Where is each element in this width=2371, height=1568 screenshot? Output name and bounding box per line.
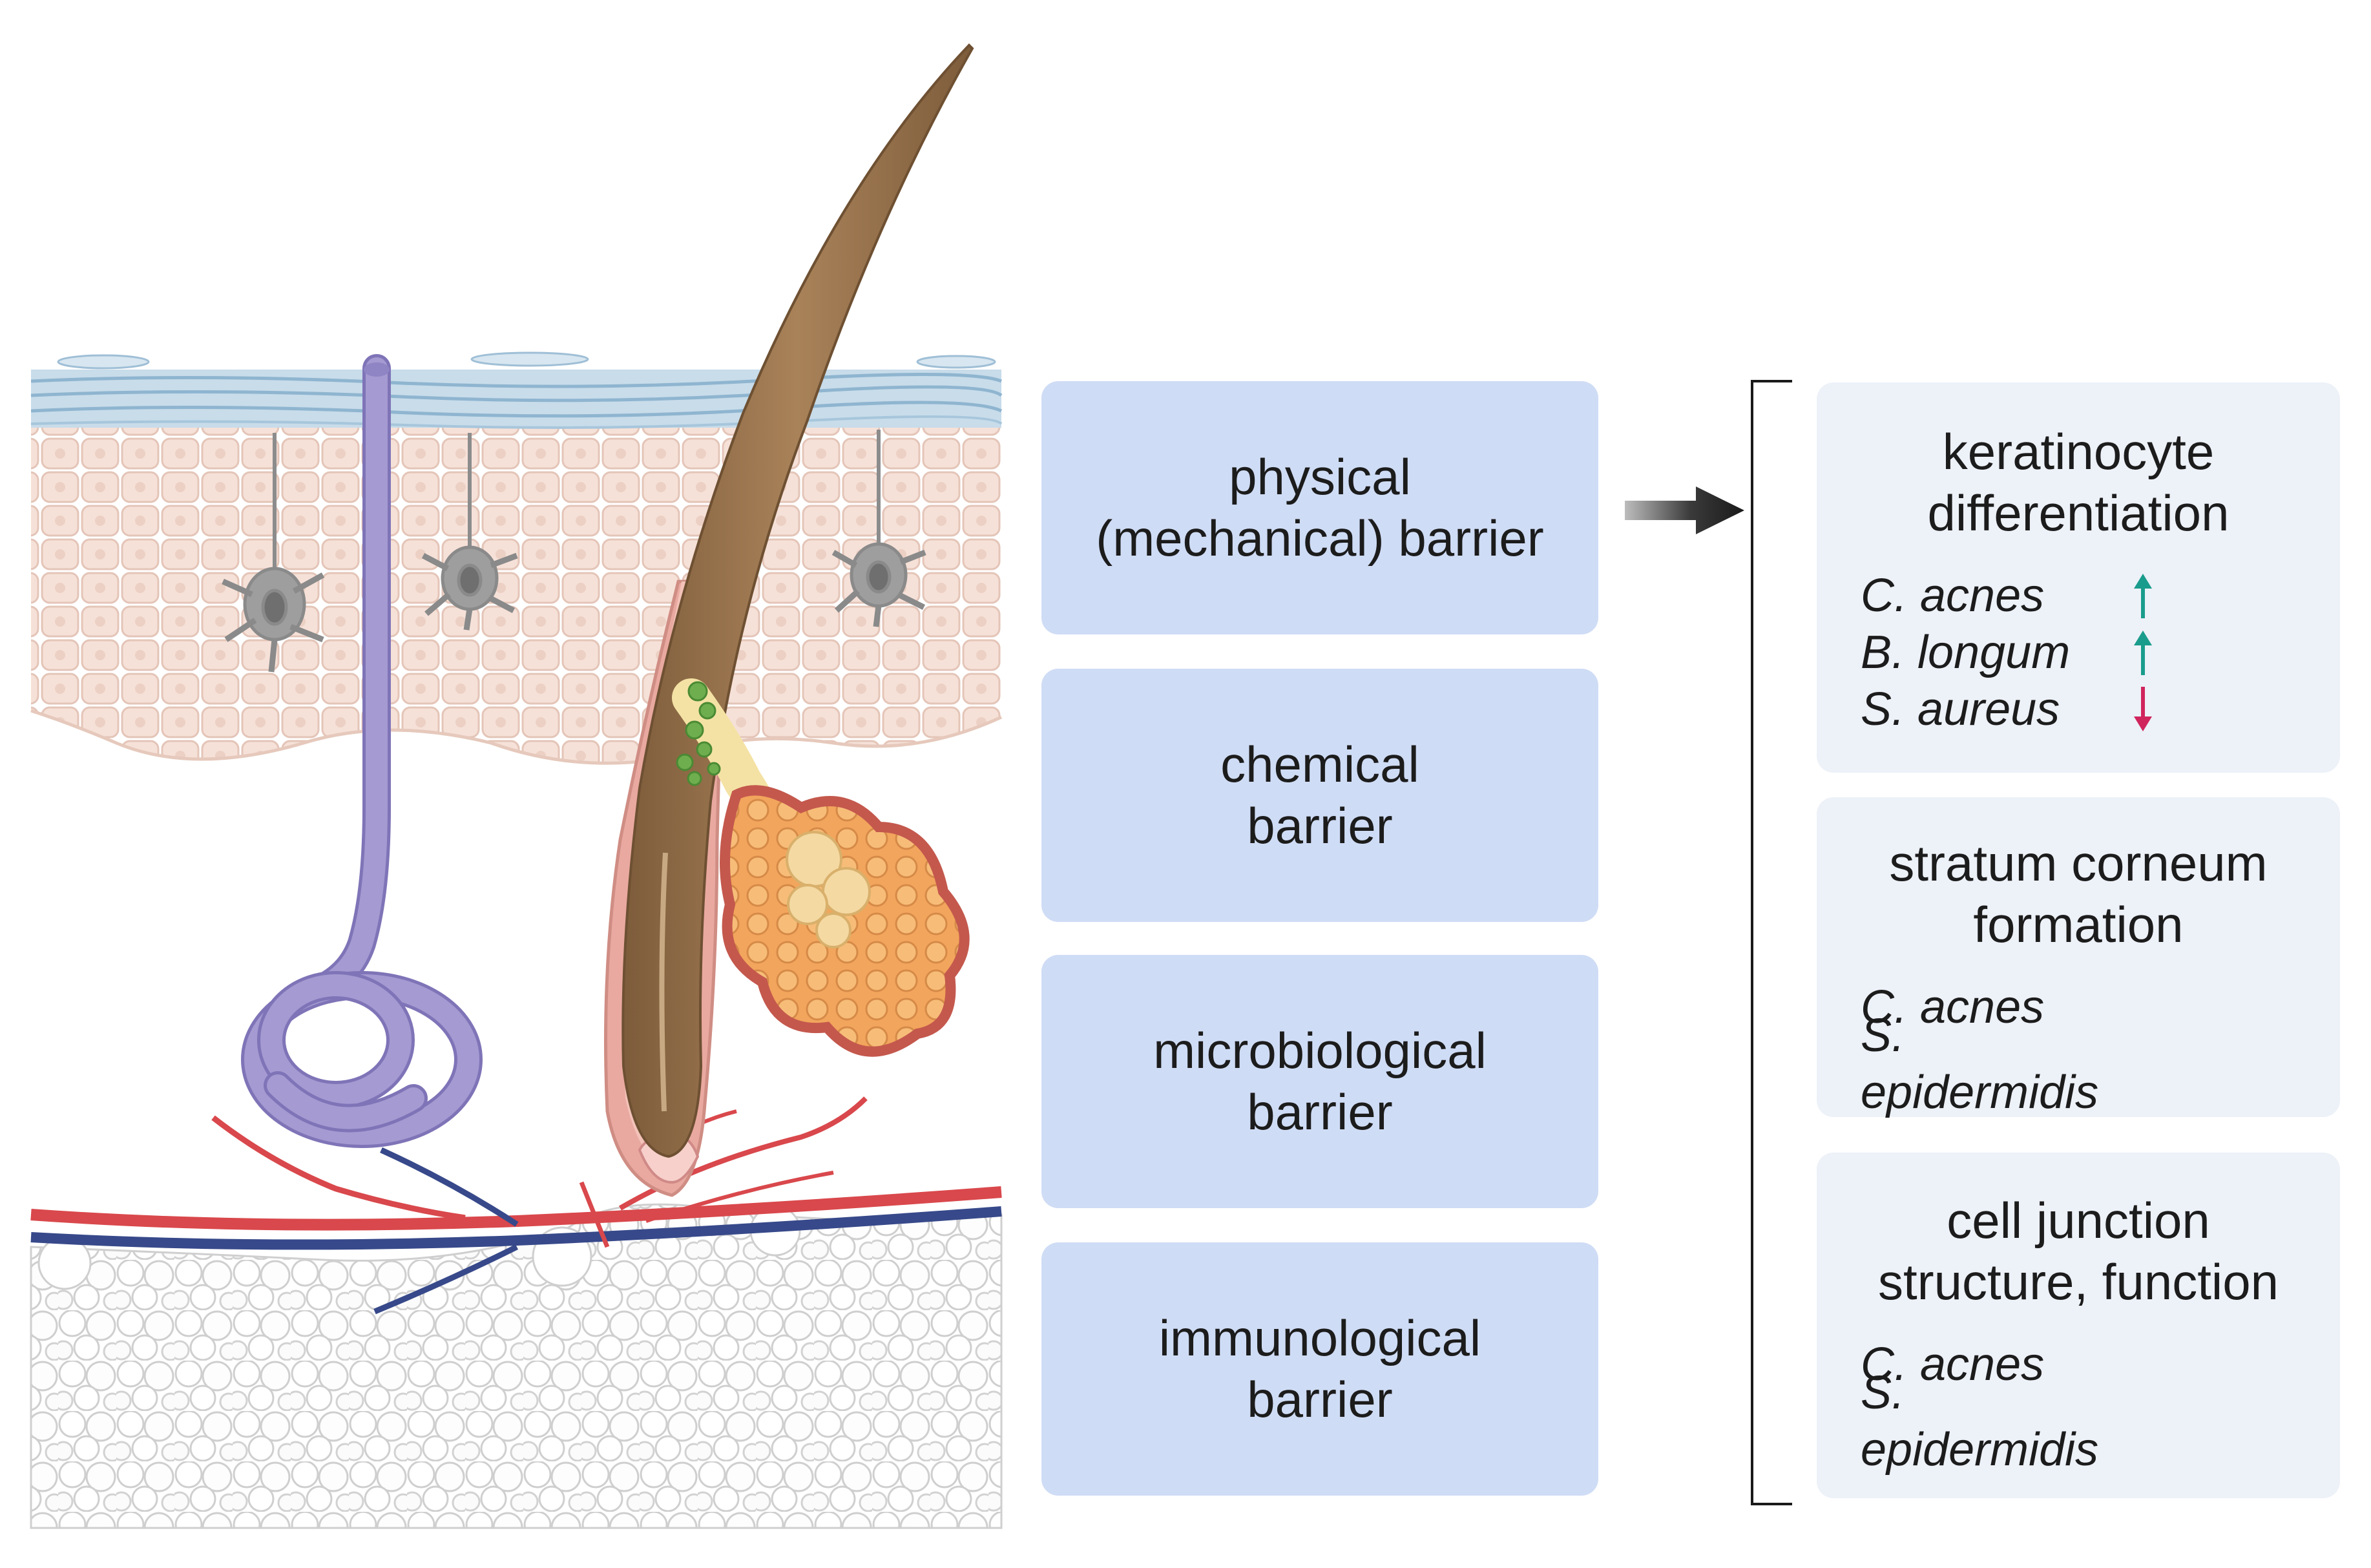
bacteria-name: S. epidermidis — [1861, 1367, 2099, 1476]
sweat-gland — [241, 354, 483, 1148]
list-item: C. acnes — [1861, 567, 2340, 624]
effect-title-line: structure, function — [1878, 1253, 2279, 1311]
microbiological-barrier-box: microbiological barrier — [1041, 955, 1598, 1208]
bacteria-name: C. acnes — [1861, 570, 2045, 622]
cell-junction-box: cell junction structure, function C. acn… — [1817, 1153, 2340, 1498]
bacteria-name: B. longum — [1861, 627, 2071, 679]
arrow-up-icon — [2134, 631, 2152, 676]
list-item: S. aureus — [1861, 681, 2340, 738]
chemical-barrier-box: chemical barrier — [1041, 669, 1598, 922]
effect-title-line: stratum corneum — [1889, 835, 2268, 892]
bacteria-name: S. aureus — [1861, 684, 2060, 736]
immunological-barrier-line-2: barrier — [1247, 1371, 1393, 1428]
hair-shaft — [621, 43, 974, 1158]
effect-title-line: differentiation — [1927, 485, 2230, 542]
bacteria-name: C. acnes — [1861, 981, 2045, 1034]
effect-title-line: formation — [1973, 896, 2184, 954]
bacteria-name: S. epidermidis — [1861, 1010, 2099, 1119]
stratum-corneum-formation-title: stratum corneum formation — [1817, 833, 2340, 956]
effect-title-line: keratinocyte — [1942, 423, 2215, 480]
physical-barrier-line-2: (mechanical) barrier — [1096, 510, 1544, 567]
list-item: S. epidermidis — [1861, 1367, 2340, 1476]
arrow-down-icon — [2134, 687, 2152, 732]
keratinocyte-differentiation-box: keratinocyte differentiation C. acnes B.… — [1817, 382, 2340, 773]
bacteria-list: C. acnes S. epidermidis — [1861, 979, 2340, 1118]
melanocyte-cells — [222, 430, 926, 673]
microbiological-barrier-line-1: microbiological — [1153, 1021, 1487, 1079]
list-item: C. acnes — [1861, 1336, 2340, 1393]
arrow-up-icon — [2134, 574, 2152, 619]
microbiological-barrier-line-2: barrier — [1247, 1083, 1393, 1140]
right-arrow-icon — [1625, 486, 1744, 534]
grouping-bracket — [1751, 380, 1792, 1505]
stratum-corneum-layer — [30, 351, 1003, 429]
subcutaneous-fat-layer — [30, 1203, 1003, 1529]
physical-barrier-box: physical (mechanical) barrier — [1041, 381, 1598, 634]
chemical-barrier-line-2: barrier — [1247, 797, 1393, 854]
bacteria-list: C. acnes S. epidermidis — [1861, 1336, 2340, 1476]
bacteria-list: C. acnes B. longum S. aureus — [1861, 567, 2340, 738]
cell-junction-title: cell junction structure, function — [1817, 1190, 2340, 1313]
list-item: B. longum — [1861, 624, 2340, 681]
skin-cross-section-illustration — [30, 43, 1003, 1529]
chemical-barrier-line-1: chemical — [1220, 735, 1419, 793]
stratum-corneum-formation-box: stratum corneum formation C. acnes S. ep… — [1817, 797, 2340, 1118]
blood-vessels — [30, 1096, 1002, 1315]
physical-barrier-line-1: physical — [1229, 448, 1411, 505]
effect-title-line: cell junction — [1947, 1192, 2210, 1249]
sebaceous-gland — [672, 678, 970, 1057]
list-item: S. epidermidis — [1861, 1010, 2340, 1118]
bacteria-name: C. acnes — [1861, 1339, 2045, 1391]
immunological-barrier-line-1: immunological — [1158, 1309, 1481, 1366]
list-item: C. acnes — [1861, 979, 2340, 1036]
keratinocyte-differentiation-title: keratinocyte differentiation — [1817, 421, 2340, 544]
immunological-barrier-box: immunological barrier — [1041, 1242, 1598, 1496]
